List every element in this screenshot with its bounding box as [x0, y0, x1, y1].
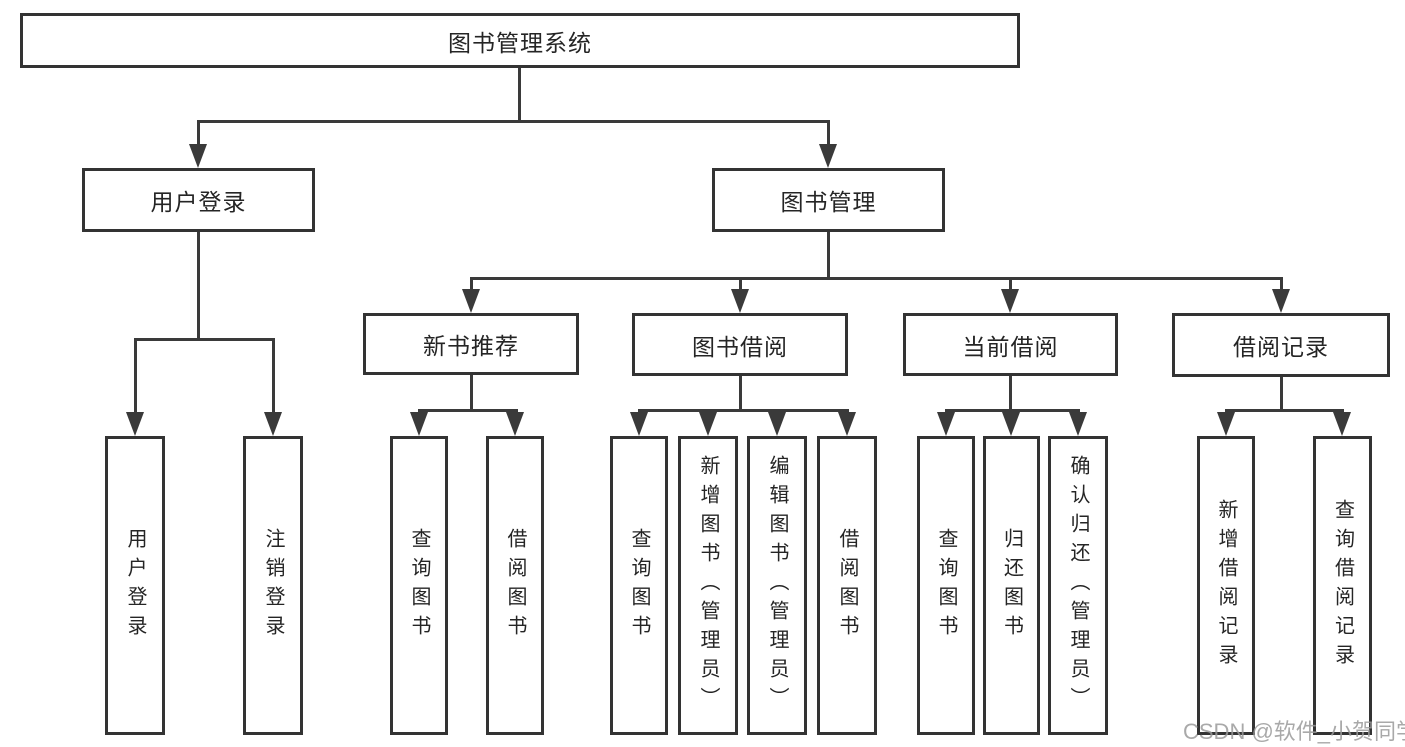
arrowhead-icon [1333, 412, 1351, 436]
connector-line [1225, 409, 1344, 412]
leaf-label: 编辑图书（管理员） [766, 455, 788, 716]
csdn-watermark: CSDN @软件_小贺同学 [1183, 719, 1405, 744]
arrowhead-icon [699, 412, 717, 436]
arrowhead-icon [1217, 412, 1235, 436]
connector-line [1009, 280, 1012, 292]
leaf-label: 查询图书 [628, 527, 650, 644]
arrowhead-icon [819, 144, 837, 168]
leaf-label: 查询图书 [408, 527, 430, 644]
node-book-management: 图书管理 [712, 168, 945, 232]
arrowhead-icon [410, 412, 428, 436]
leaf-label: 借阅图书 [504, 527, 526, 644]
leaf-label: 注销登录 [262, 527, 284, 644]
node-label: 图书管理系统 [448, 29, 592, 56]
leaf-logout: 注销登录 [243, 436, 303, 735]
node-new-book-recommend: 新书推荐 [363, 313, 579, 375]
connector-line [197, 120, 200, 148]
leaf-confirm-return-admin: 确认归还（管理员） [1048, 436, 1108, 735]
arrowhead-icon [1001, 289, 1019, 313]
connector-line [272, 338, 275, 414]
connector-line [470, 280, 473, 292]
connector-line [638, 409, 849, 412]
leaf-label: 查询借阅记录 [1331, 498, 1354, 673]
arrowhead-icon [630, 412, 648, 436]
leaf-label: 用户登录 [124, 527, 146, 644]
leaf-label: 新增借阅记录 [1215, 498, 1237, 673]
leaf-borrow-books: 借阅图书 [817, 436, 877, 735]
connector-line [739, 376, 742, 412]
node-library-system: 图书管理系统 [20, 13, 1020, 68]
connector-line [739, 280, 742, 292]
connector-line [1280, 377, 1283, 412]
arrowhead-icon [731, 289, 749, 313]
arrowhead-icon [264, 412, 282, 436]
node-label: 图书借阅 [692, 333, 788, 360]
connector-line [827, 232, 830, 280]
leaf-edit-books-admin: 编辑图书（管理员） [747, 436, 807, 735]
node-label: 图书管理 [780, 189, 877, 215]
arrowhead-icon [838, 412, 856, 436]
connector-line [945, 409, 1080, 412]
leaf-add-books-admin: 新增图书（管理员） [678, 436, 738, 735]
connector-line [197, 120, 830, 123]
connector-line [470, 277, 1283, 280]
arrowhead-icon [768, 412, 786, 436]
node-label: 用户登录 [150, 189, 247, 215]
connector-line [1280, 280, 1283, 292]
connector-line [134, 338, 275, 341]
leaf-label: 借阅图书 [836, 527, 858, 644]
leaf-label: 确认归还（管理员） [1067, 455, 1089, 716]
leaf-return-books: 归还图书 [983, 436, 1040, 735]
leaf-label: 查询图书 [935, 527, 957, 644]
connector-line [1009, 376, 1012, 412]
node-label: 当前借阅 [962, 333, 1059, 360]
arrowhead-icon [1069, 412, 1087, 436]
arrowhead-icon [462, 289, 480, 313]
leaf-query-books: 查询图书 [610, 436, 668, 735]
arrowhead-icon [1272, 289, 1290, 313]
arrowhead-icon [937, 412, 955, 436]
leaf-label: 新增图书（管理员） [697, 455, 719, 716]
leaf-query-borrow-record: 查询借阅记录 [1313, 436, 1372, 735]
leaf-query-books: 查询图书 [917, 436, 975, 735]
leaf-user-login: 用户登录 [105, 436, 165, 735]
connector-line [827, 120, 830, 148]
arrowhead-icon [506, 412, 524, 436]
leaf-label: 归还图书 [1000, 527, 1023, 644]
connector-line [470, 375, 473, 412]
node-label: 新书推荐 [423, 333, 519, 359]
arrowhead-icon [189, 144, 207, 168]
connector-line [418, 409, 518, 412]
node-label: 借阅记录 [1233, 334, 1329, 360]
connector-line [518, 68, 521, 120]
leaf-add-borrow-record: 新增借阅记录 [1197, 436, 1255, 735]
arrowhead-icon [126, 412, 144, 436]
node-borrowing-records: 借阅记录 [1172, 313, 1390, 377]
leaf-borrow-books: 借阅图书 [486, 436, 544, 735]
connector-line [197, 232, 200, 338]
node-user-login: 用户登录 [82, 168, 315, 232]
node-book-borrowing: 图书借阅 [632, 313, 848, 376]
node-current-borrowing: 当前借阅 [903, 313, 1118, 376]
arrowhead-icon [1002, 412, 1020, 436]
leaf-query-books: 查询图书 [390, 436, 448, 735]
connector-line [134, 338, 137, 414]
